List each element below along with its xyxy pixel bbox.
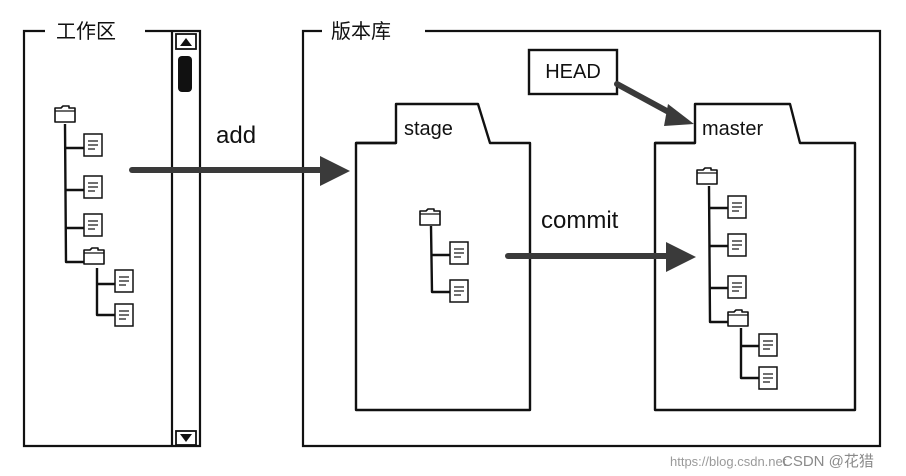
- stage-label: stage: [404, 118, 453, 140]
- file-icon: [83, 133, 103, 157]
- add-label: add: [216, 122, 256, 149]
- file-icon: [114, 269, 134, 293]
- file-icon: [727, 233, 747, 257]
- arrowhead-icon: [664, 104, 694, 126]
- folder-icon: [419, 208, 441, 226]
- watermark-url: https://blog.csdn.net: [670, 454, 787, 469]
- watermark: https://blog.csdn.net CSDN @花猎: [670, 453, 874, 470]
- head-label: HEAD: [545, 61, 601, 83]
- head-pointer: HEAD: [527, 48, 694, 126]
- file-icon: [449, 279, 469, 303]
- commit-label: commit: [541, 207, 619, 234]
- repository-title: 版本库: [331, 20, 391, 43]
- arrowhead-icon: [666, 242, 696, 272]
- stage-folder: stage: [354, 102, 532, 412]
- watermark-brand: CSDN @花猎: [782, 453, 874, 470]
- file-icon: [449, 241, 469, 265]
- folder-icon: [83, 247, 105, 265]
- stage-file-tree: [419, 208, 469, 303]
- workspace-title: 工作区: [56, 20, 116, 43]
- master-label: master: [702, 118, 763, 140]
- folder-icon: [54, 105, 76, 123]
- file-icon: [758, 366, 778, 390]
- file-icon: [114, 303, 134, 327]
- folder-icon: [727, 309, 749, 327]
- file-icon: [727, 275, 747, 299]
- repository-panel: 版本库 HEAD stage master: [301, 20, 882, 448]
- folder-icon: [696, 167, 718, 185]
- file-icon: [83, 175, 103, 199]
- arrow-down-icon: [180, 434, 192, 442]
- file-icon: [727, 195, 747, 219]
- master-folder: master: [653, 102, 857, 412]
- arrow-up-icon: [180, 38, 192, 46]
- commit-arrow: commit: [505, 207, 696, 272]
- scrollbar[interactable]: [170, 31, 197, 446]
- workspace-file-tree: [54, 105, 134, 327]
- add-arrow: add: [129, 122, 350, 186]
- arrowhead-icon: [320, 156, 350, 186]
- workspace-panel: 工作区: [22, 20, 202, 448]
- file-icon: [758, 333, 778, 357]
- file-icon: [83, 213, 103, 237]
- master-file-tree: [696, 167, 778, 390]
- scroll-thumb[interactable]: [178, 56, 192, 92]
